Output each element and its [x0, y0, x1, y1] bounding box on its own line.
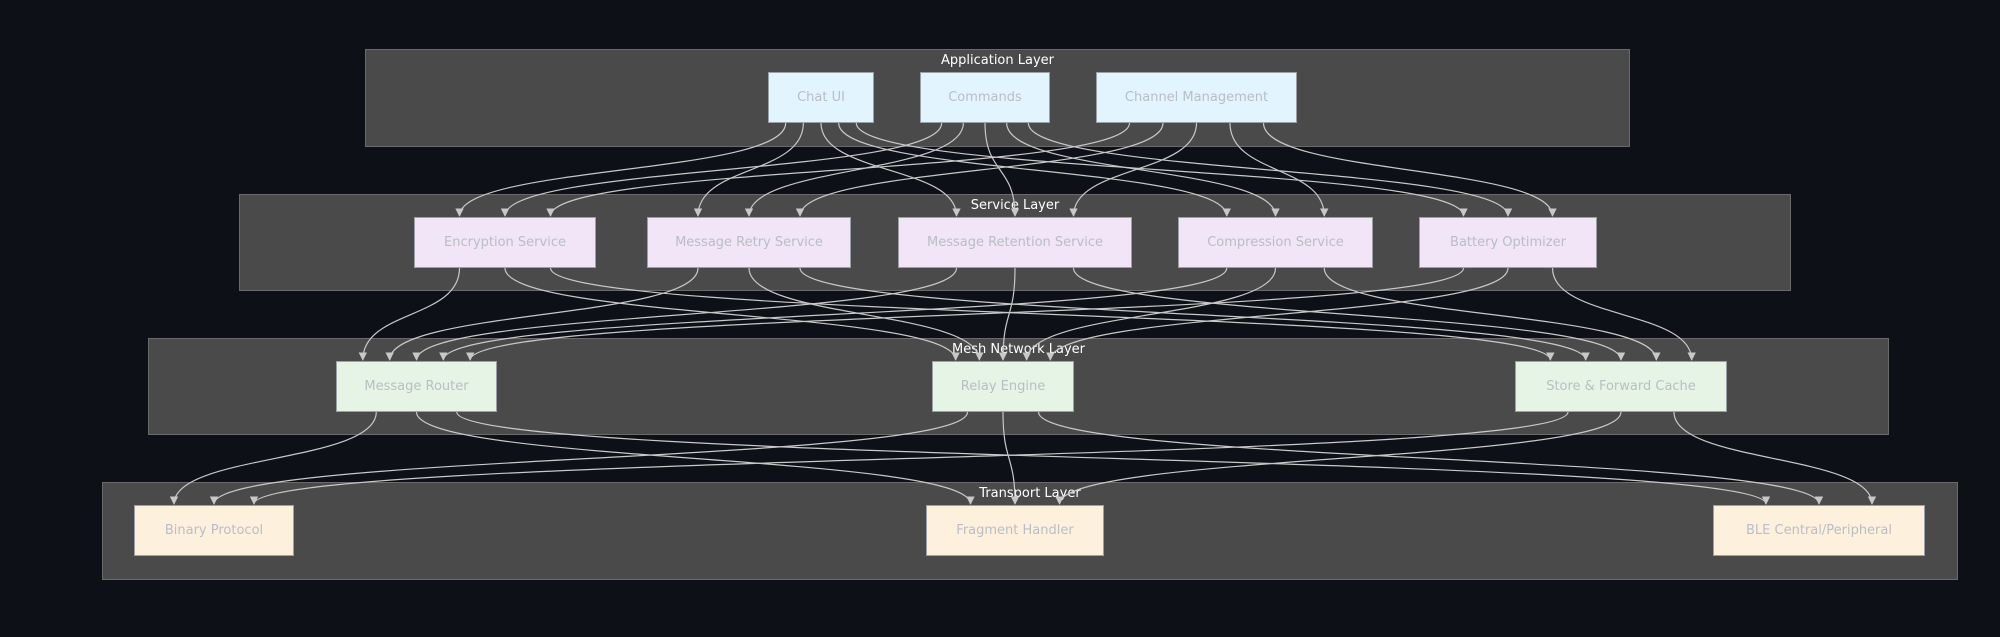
edge-store_forward_cache-to-binary_protocol [249, 411, 1569, 505]
edge-message_router-to-ble_central_peripheral [456, 411, 1771, 505]
edge-encryption_service-to-message_router [358, 267, 461, 361]
edge-channel_management-to-message_retention_service [1069, 122, 1198, 217]
layer-title-application: Application Layer [940, 53, 1054, 68]
edge-relay_engine-to-ble_central_peripheral [1037, 411, 1824, 505]
edge-commands-to-message_retention_service [984, 122, 1020, 217]
node-channel-management[interactable]: Channel Management [1096, 72, 1297, 123]
edge-commands-to-message_retry_service [744, 122, 964, 217]
layer-title-transport: Transport Layer [979, 486, 1081, 501]
edge-channel_management-to-compression_service [1229, 122, 1329, 217]
edge-battery_optimizer-to-relay_engine [1046, 267, 1509, 361]
edge-chat_ui-to-battery_optimizer [855, 122, 1468, 217]
node-message-retention-service[interactable]: Message Retention Service [898, 217, 1132, 268]
node-fragment-handler[interactable]: Fragment Handler [926, 505, 1104, 556]
node-relay-engine[interactable]: Relay Engine [932, 361, 1074, 412]
edge-chat_ui-to-encryption_service [455, 122, 787, 217]
edge-encryption_service-to-store_forward_cache [549, 267, 1555, 361]
edge-channel_management-to-encryption_service [546, 122, 1131, 217]
edge-commands-to-compression_service [1006, 122, 1280, 217]
node-ble-central-peripheral[interactable]: BLE Central/Peripheral [1713, 505, 1925, 556]
node-encryption-service[interactable]: Encryption Service [414, 217, 596, 268]
node-battery-optimizer[interactable]: Battery Optimizer [1419, 217, 1597, 268]
edge-relay_engine-to-binary_protocol [209, 411, 969, 505]
edge-battery_optimizer-to-message_router [466, 267, 1465, 361]
edge-store_forward_cache-to-fragment_handler [1055, 411, 1622, 505]
edge-channel_management-to-message_retry_service [795, 122, 1164, 217]
edge-battery_optimizer-to-store_forward_cache [1551, 267, 1696, 361]
edge-message_retention_service-to-store_forward_cache [1072, 267, 1626, 361]
node-commands[interactable]: Commands [920, 72, 1050, 123]
edge-chat_ui-to-message_retention_service [820, 122, 961, 217]
node-binary-protocol[interactable]: Binary Protocol [134, 505, 294, 556]
edge-message_router-to-fragment_handler [415, 411, 975, 505]
edge-relay_engine-to-fragment_handler [1002, 411, 1020, 505]
edge-chat_ui-to-message_retry_service [693, 122, 804, 217]
edge-channel_management-to-battery_optimizer [1262, 122, 1557, 217]
node-message-router[interactable]: Message Router [336, 361, 497, 412]
edge-compression_service-to-relay_engine [1022, 267, 1277, 361]
edge-encryption_service-to-relay_engine [504, 267, 960, 361]
edge-commands-to-encryption_service [500, 122, 943, 217]
edge-chat_ui-to-compression_service [838, 122, 1231, 217]
edge-message_retention_service-to-relay_engine [998, 267, 1016, 361]
node-chat-ui[interactable]: Chat UI [768, 72, 874, 123]
node-message-retry-service[interactable]: Message Retry Service [647, 217, 851, 268]
edge-message_retention_service-to-message_router [412, 267, 958, 361]
node-compression-service[interactable]: Compression Service [1178, 217, 1373, 268]
edge-message_router-to-binary_protocol [169, 411, 377, 505]
node-store-forward-cache[interactable]: Store & Forward Cache [1515, 361, 1727, 412]
edge-compression_service-to-store_forward_cache [1323, 267, 1661, 361]
edge-commands-to-battery_optimizer [1027, 122, 1513, 217]
edge-store_forward_cache-to-ble_central_peripheral [1673, 411, 1877, 505]
edge-message_retry_service-to-store_forward_cache [799, 267, 1590, 361]
edge-message_retry_service-to-message_router [385, 267, 699, 361]
edge-compression_service-to-message_router [439, 267, 1228, 361]
edge-message_retry_service-to-relay_engine [748, 267, 984, 361]
